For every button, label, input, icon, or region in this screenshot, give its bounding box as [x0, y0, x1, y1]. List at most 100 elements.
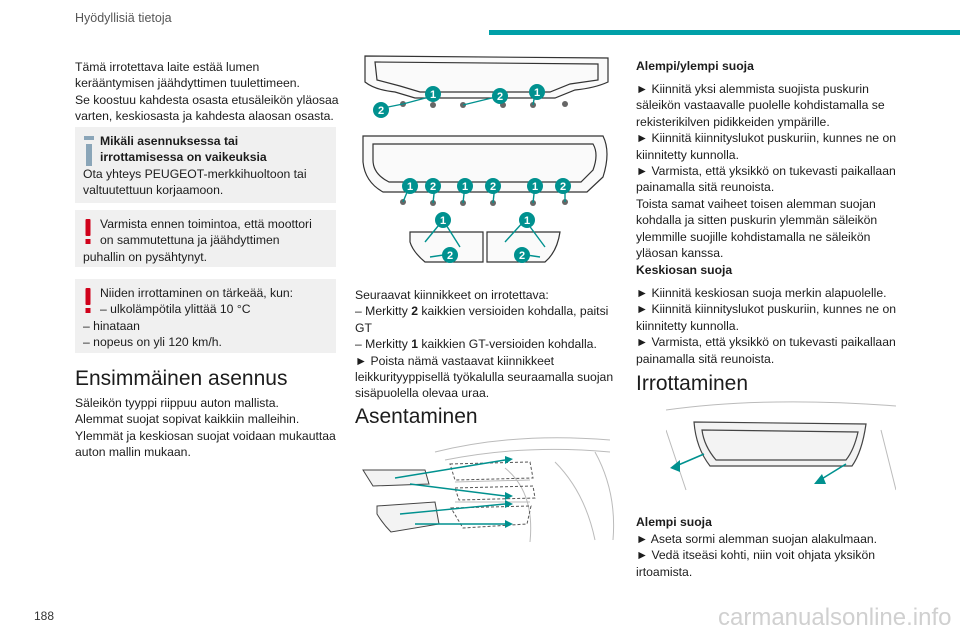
badge-2: 2	[425, 178, 441, 194]
text-line: ► Kiinnitä yksi alemmista suojista pusku…	[636, 82, 869, 96]
warning-text: – ulkolämpötila ylittää 10 °C	[100, 302, 251, 317]
badge-1: 1	[527, 178, 543, 194]
svg-text:1: 1	[430, 89, 436, 101]
text-line: kiinnitetty kunnolla.	[636, 318, 739, 333]
info-text: valtuutettuun korjaamoon.	[83, 183, 224, 198]
install-illustration	[362, 437, 615, 543]
col3-sub3-text: ► Aseta sormi alemman suojan alakulmaan.…	[636, 531, 904, 580]
info-text: Ota yhteys PEUGEOT-merkkihuoltoon tai	[83, 166, 307, 181]
badge-1: 1	[529, 84, 545, 100]
page-number: 188	[34, 609, 55, 623]
badge-2: 2	[514, 247, 530, 263]
para-line: – Merkitty 1 kaikkien GT-versioiden kohd…	[355, 337, 597, 352]
intro-line: varten, keskiosasta ja kahdesta alaosan …	[75, 109, 334, 124]
badge-1: 1	[435, 212, 451, 228]
warning-text: Varmista ennen toimintoa, että moottori	[100, 217, 312, 231]
watermark-text: carmanualsonline.info	[718, 604, 952, 631]
col3-sub1-text: ► Kiinnitä yksi alemmista suojista pusku…	[636, 81, 904, 261]
info-icon	[84, 136, 94, 166]
header-accent-bar	[489, 30, 960, 35]
warning-text: – hinataan	[83, 318, 140, 333]
warning-box-1: Varmista ennen toimintoa, että moottori …	[75, 210, 336, 267]
text-line: ► Kiinnitä keskiosan suoja merkin alapuo…	[636, 286, 887, 300]
col1-intro: Tämä irrotettava laite estää lumen kerää…	[75, 59, 340, 125]
text-line: ► Varmista, että yksikkö on tukevasti pa…	[636, 164, 896, 179]
svg-text:1: 1	[534, 87, 540, 99]
header-title: Hyödyllisiä tietoja	[75, 11, 172, 25]
para-line: – Merkitty 2 kaikkien versioiden kohdall…	[355, 304, 609, 319]
svg-text:2: 2	[490, 181, 496, 193]
grille-cover-diagram: 2 1 2 1 1 2 1 2 1 2 1 1 2 2	[362, 55, 609, 263]
svg-text:2: 2	[519, 250, 525, 262]
heading-install: Asentaminen	[355, 405, 478, 428]
warning-text: puhallin on pysähtynyt.	[83, 249, 207, 264]
badge-2: 2	[442, 247, 458, 263]
warning-icon	[85, 219, 91, 244]
lower-covers	[409, 231, 561, 263]
text-line: kohdalla ja sitten puskurin ylemmän säle…	[636, 213, 878, 228]
warning-text: Niiden irrottaminen on tärkeää, kun:	[100, 286, 294, 300]
intro-line: Tämä irrotettava laite estää lumen	[75, 60, 260, 74]
badge-marks: 2 1 2 1 1 2 1 2 1 2 1 1 2 2	[373, 84, 571, 263]
intro-line: Se koostuu kahdesta osasta etusäleikön y…	[75, 92, 339, 107]
svg-text:2: 2	[430, 181, 436, 193]
col1-body: Säleikön tyyppi riippuu auton mallista. …	[75, 395, 340, 461]
body-line: Säleikön tyyppi riippuu auton mallista.	[75, 396, 279, 410]
warning-text: – nopeus on yli 120 km/h.	[83, 335, 222, 350]
upper-cover	[364, 55, 609, 99]
text-line: irtoamista.	[636, 564, 693, 579]
text-line: kiinnitetty kunnolla.	[636, 147, 739, 162]
text-line: painamalla sitä reunoista.	[636, 180, 775, 195]
middle-cover	[362, 135, 608, 193]
subheading-middle: Keskiosan suoja	[636, 263, 733, 277]
lower-part-illus	[376, 501, 440, 533]
text-line: yläosan kanssa.	[636, 246, 724, 261]
text-line: Toista samat vaiheet toisen alemman suoj…	[636, 196, 876, 211]
warning-text: on sammutettuna ja jäähdyttimen	[100, 233, 280, 248]
svg-text:1: 1	[440, 215, 446, 227]
svg-text:1: 1	[407, 181, 413, 193]
text-line: painamalla sitä reunoista.	[636, 351, 775, 366]
svg-text:2: 2	[560, 181, 566, 193]
badge-1: 1	[457, 178, 473, 194]
body-line: auton mallin mukaan.	[75, 445, 191, 460]
badge-2: 2	[492, 88, 508, 104]
col2-para: Seuraavat kiinnikkeet on irrotettava: – …	[355, 287, 620, 402]
badge-1: 1	[519, 212, 535, 228]
svg-text:2: 2	[447, 250, 453, 262]
subheading-lower: Alempi suoja	[636, 515, 712, 529]
info-title: irrottamisessa on vaikeuksia	[100, 150, 267, 165]
warning-box-2: Niiden irrottaminen on tärkeää, kun: – u…	[75, 279, 336, 353]
text-line: ylemmille suojille kohdistamalla ne säle…	[636, 229, 871, 244]
badge-2: 2	[555, 178, 571, 194]
text-line: ► Kiinnitä kiinnityslukot puskuriin, kun…	[636, 302, 897, 317]
text-line: rekisterikilven pidikkeiden ympärille.	[636, 114, 830, 129]
svg-text:1: 1	[524, 215, 530, 227]
text-line: ► Vedä itseäsi kohti, niin voit ohjata y…	[636, 548, 876, 563]
para-line: Seuraavat kiinnikkeet on irrotettava:	[355, 288, 549, 302]
text-line: ► Aseta sormi alemman suojan alakulmaan.	[636, 532, 878, 546]
badge-1: 1	[402, 178, 418, 194]
warning-icon	[85, 288, 91, 313]
col3-sub2-text: ► Kiinnitä keskiosan suoja merkin alapuo…	[636, 285, 904, 367]
info-title: Mikäli asennuksessa tai	[100, 134, 239, 148]
removal-illustration	[666, 401, 896, 491]
body-line: Ylemmät ja keskiosan suojat voidaan muka…	[75, 428, 336, 443]
body-line: Alemmat suojat sopivat kaikkiin malleihi…	[75, 412, 300, 427]
text-line: säleikön vastaavalle puolelle kohdistama…	[636, 98, 885, 113]
subheading-lower-upper: Alempi/ylempi suoja	[636, 59, 754, 73]
para-line: leikkurityyppisellä työkalulla seuraamal…	[355, 370, 614, 385]
para-line: sisäpuolella olevaa uraa.	[355, 386, 490, 401]
heading-removal: Irrottaminen	[636, 372, 749, 395]
intro-line: kerääntymisen jäähdyttimen tuulettimeen.	[75, 76, 300, 91]
badge-2: 2	[373, 102, 389, 118]
svg-text:2: 2	[497, 91, 503, 103]
lower-cover-illus	[693, 421, 867, 467]
info-box: Mikäli asennuksessa tai irrottamisessa o…	[75, 127, 336, 203]
svg-text:2: 2	[378, 105, 384, 117]
para-line: GT	[355, 320, 372, 335]
para-line: ► Poista nämä vastaavat kiinnikkeet	[355, 353, 555, 368]
text-line: ► Varmista, että yksikkö on tukevasti pa…	[636, 335, 896, 350]
badge-1: 1	[425, 86, 441, 102]
svg-text:1: 1	[532, 181, 538, 193]
